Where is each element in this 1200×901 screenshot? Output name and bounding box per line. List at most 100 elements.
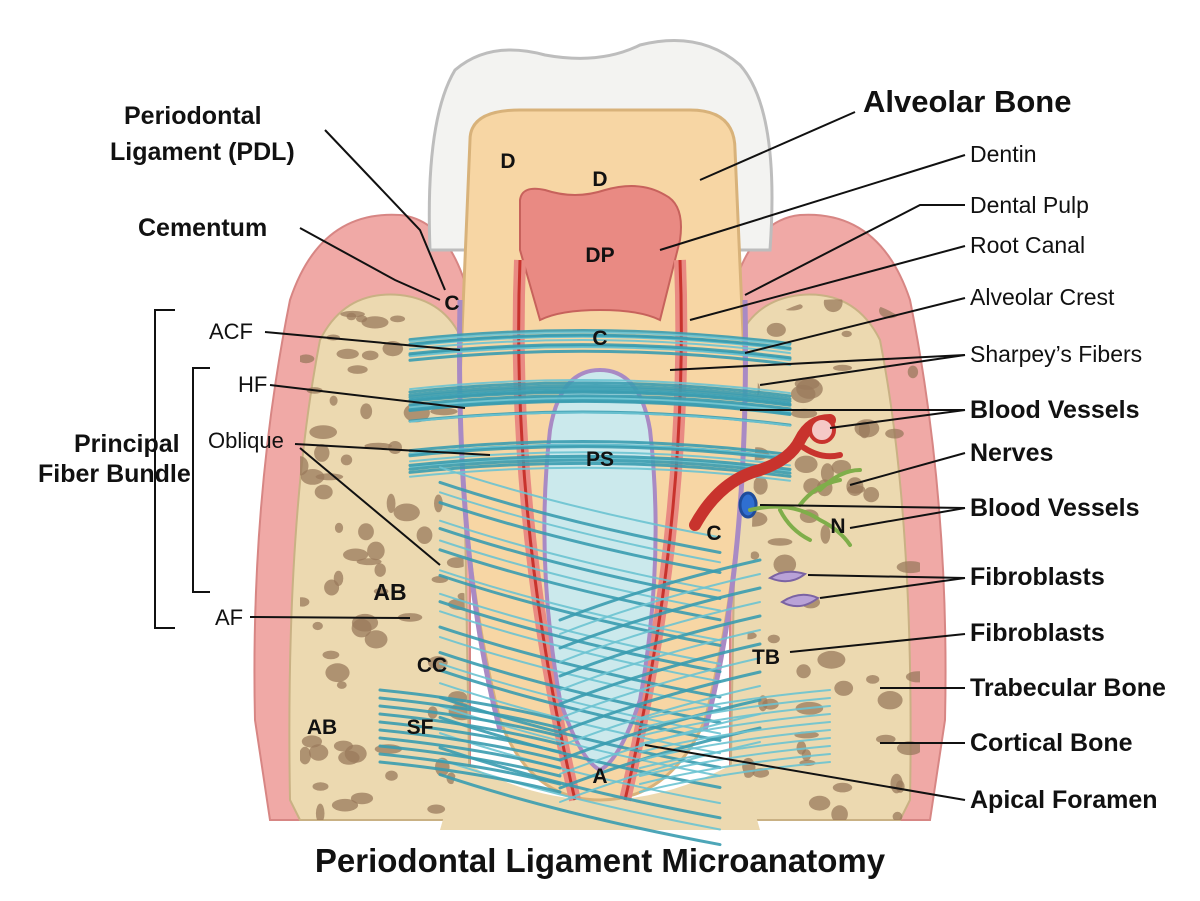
bone-pore xyxy=(364,630,388,649)
bone-pore xyxy=(846,477,864,496)
bone-pore xyxy=(790,384,816,404)
leader-bv2-a xyxy=(759,504,966,509)
label-principal-line1: Principal xyxy=(74,430,180,458)
label-trabecular-bone: Trabecular Bone xyxy=(970,674,1166,702)
label-dentin: Dentin xyxy=(970,141,1036,167)
leader-oblique-2 xyxy=(299,447,441,566)
pdl-fiber xyxy=(378,712,562,746)
leader-acf xyxy=(264,331,461,351)
label-af: AF xyxy=(215,605,243,630)
leader-dental-pulp xyxy=(744,204,965,296)
label-dental-pulp: Dental Pulp xyxy=(970,192,1089,218)
pdl-fiber xyxy=(439,592,721,665)
label-dp: DP xyxy=(585,244,614,267)
leader-dentin xyxy=(659,154,966,251)
bone-pore xyxy=(300,354,315,364)
leader-bv1-b xyxy=(829,409,966,429)
leader-fib1-a xyxy=(807,574,966,579)
pdl-fiber xyxy=(559,685,761,747)
label-n: N xyxy=(830,515,845,538)
label-fibroblasts-1: Fibroblasts xyxy=(970,563,1105,591)
bone-pore xyxy=(343,548,369,562)
label-ab-2: AB xyxy=(307,716,337,739)
bone-pore xyxy=(457,592,467,600)
pdl-fiber xyxy=(639,705,831,737)
bone-pore xyxy=(334,522,344,534)
bone-pore xyxy=(360,403,373,420)
pdl-fiber xyxy=(438,527,722,601)
bone-pore xyxy=(885,428,904,439)
label-cementum: Cementum xyxy=(138,214,267,242)
pdl-fiber xyxy=(439,569,721,642)
bone-pore xyxy=(300,469,325,485)
pdl-fiber xyxy=(639,689,831,721)
pdl-fiber xyxy=(409,411,791,427)
pdl-fiber xyxy=(558,614,762,678)
pdl-fiber xyxy=(438,501,722,575)
label-ab-1: AB xyxy=(373,579,406,605)
pdl-fiber xyxy=(378,736,562,770)
bone-pore xyxy=(820,463,834,483)
pdl-fiber xyxy=(559,601,761,663)
pdl-fiber xyxy=(639,697,831,729)
bone-pore xyxy=(350,792,374,805)
pdl-fiber xyxy=(439,466,721,539)
pdl-fiber xyxy=(439,491,721,564)
bone-pore xyxy=(820,524,831,544)
bone-pore xyxy=(309,425,338,439)
bone-pore xyxy=(351,613,379,632)
pdl-fiber xyxy=(439,636,721,709)
bone-pore xyxy=(766,322,786,337)
pdl-fiber xyxy=(639,729,831,761)
label-pdl-line1: Periodontal xyxy=(124,102,262,130)
pdl-fiber xyxy=(409,451,791,467)
label-pdl-line2: Ligament (PDL) xyxy=(110,138,295,166)
bone-pore xyxy=(333,570,344,587)
pdl-fiber xyxy=(639,713,831,745)
pdl-fiber xyxy=(559,573,761,635)
label-apical-foramen: Apical Foramen xyxy=(970,786,1158,814)
pdl-fiber xyxy=(438,651,722,725)
leader-sharpeys-2 xyxy=(759,354,966,386)
pdl-fiber xyxy=(639,753,831,785)
bone-pore xyxy=(314,444,330,462)
pdl-fiber xyxy=(408,333,792,350)
bone-pore xyxy=(374,563,386,577)
bone-pore xyxy=(876,734,896,744)
bone-pore xyxy=(358,523,374,541)
bone-pore xyxy=(312,782,329,791)
label-blood-vessels-2: Blood Vessels xyxy=(970,494,1140,522)
bone-pore xyxy=(388,441,402,454)
pdl-fiber xyxy=(559,629,761,691)
leader-af xyxy=(249,616,411,619)
bone-pore xyxy=(897,741,920,756)
pdl-fiber xyxy=(408,349,792,366)
label-c-center: C xyxy=(592,327,607,350)
pdl-fiber xyxy=(438,773,722,847)
trabecular-pores-left xyxy=(300,310,470,820)
pdl-fiber xyxy=(559,741,761,803)
pdl-fiber xyxy=(439,610,721,683)
bone-pore xyxy=(331,798,359,812)
label-oblique: Oblique xyxy=(208,428,284,453)
leader-sharpeys-1 xyxy=(669,354,966,371)
label-c-right: C xyxy=(706,522,721,545)
pdl-fiber xyxy=(408,454,792,471)
bone-pore xyxy=(361,316,389,329)
bone-pore xyxy=(796,664,811,679)
bone-pore xyxy=(833,364,852,371)
label-sf: SF xyxy=(407,716,434,739)
bone-pore xyxy=(841,330,852,338)
label-cortical-bone: Cortical Bone xyxy=(970,729,1133,757)
artery-branch xyxy=(797,442,843,460)
label-d-1: D xyxy=(500,150,515,173)
label-fibroblasts-2: Fibroblasts xyxy=(970,619,1105,647)
pdl-fiber xyxy=(378,720,562,754)
leader-alveolar-bone xyxy=(699,111,856,181)
leader-alveolar-crest xyxy=(744,297,966,354)
label-alveolar-bone: Alveolar Bone xyxy=(863,84,1071,119)
pdl-fiber xyxy=(558,558,762,622)
pdl-fiber xyxy=(438,668,722,742)
pdl-fiber xyxy=(439,519,721,592)
